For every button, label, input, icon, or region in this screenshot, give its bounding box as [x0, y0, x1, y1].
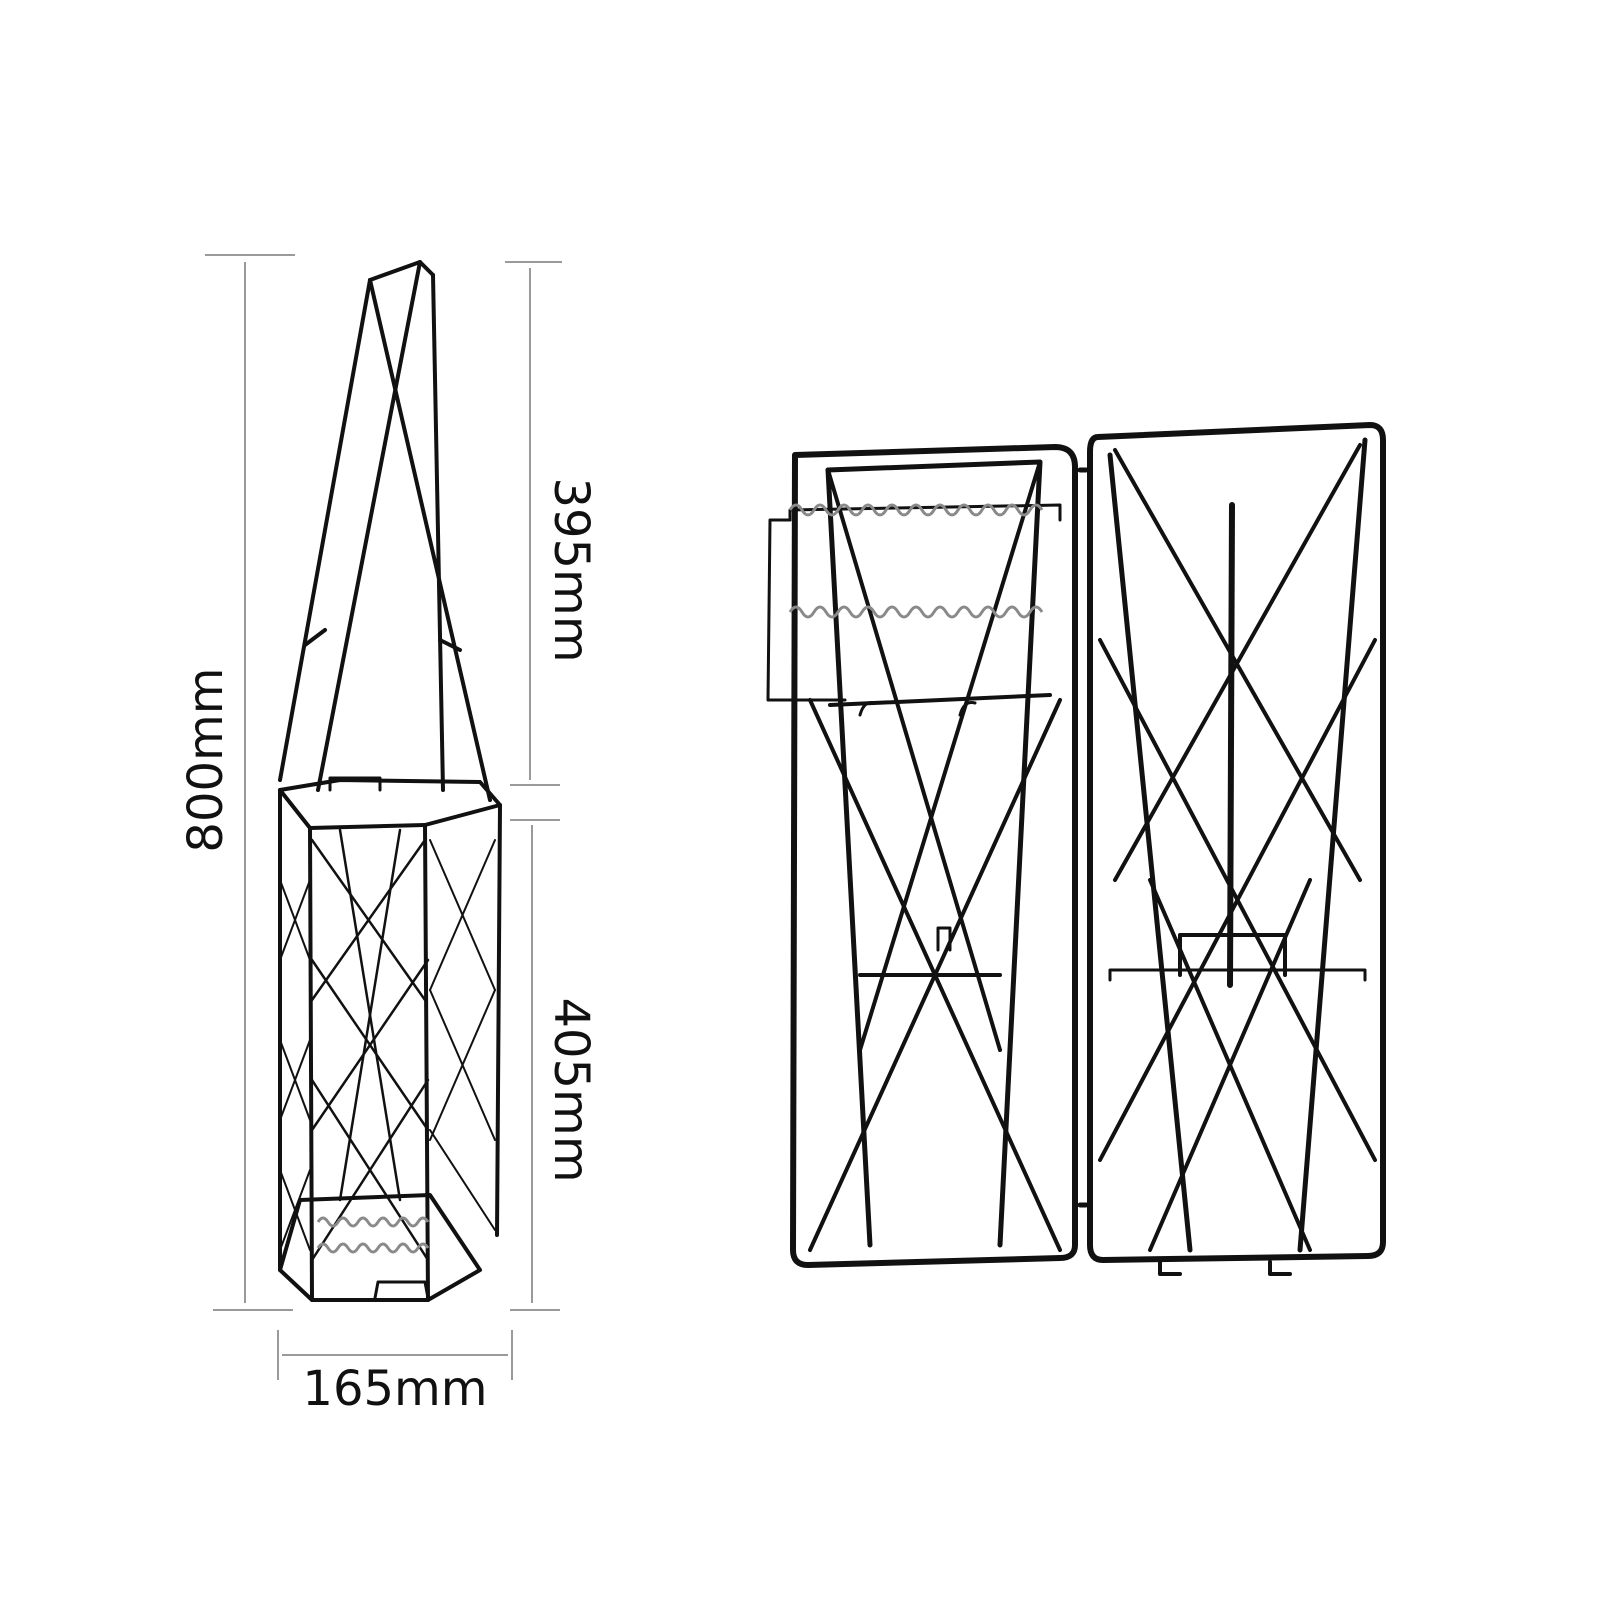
closed-carrier-illustration [278, 260, 502, 1302]
open-panel-springs [788, 503, 1044, 619]
carrier-basket [278, 776, 502, 1302]
total-height-dimension [205, 254, 295, 1311]
dimension-lines [205, 254, 562, 1380]
width-label: 165mm [302, 1361, 487, 1417]
handle-height-label: 395mm [543, 477, 599, 662]
carrier-handles [278, 260, 492, 802]
carrier-springs [316, 1216, 430, 1254]
width-dimension [277, 1330, 513, 1380]
handle-height-dimension [505, 261, 562, 786]
open-left-panel [766, 444, 1078, 1268]
basket-height-dimension [510, 819, 560, 1311]
open-carrier-illustration [766, 422, 1386, 1276]
open-right-panel [1087, 422, 1386, 1276]
panel-hinge [1077, 467, 1089, 1208]
basket-height-label: 405mm [543, 997, 599, 1182]
total-height-label: 800mm [178, 667, 234, 852]
